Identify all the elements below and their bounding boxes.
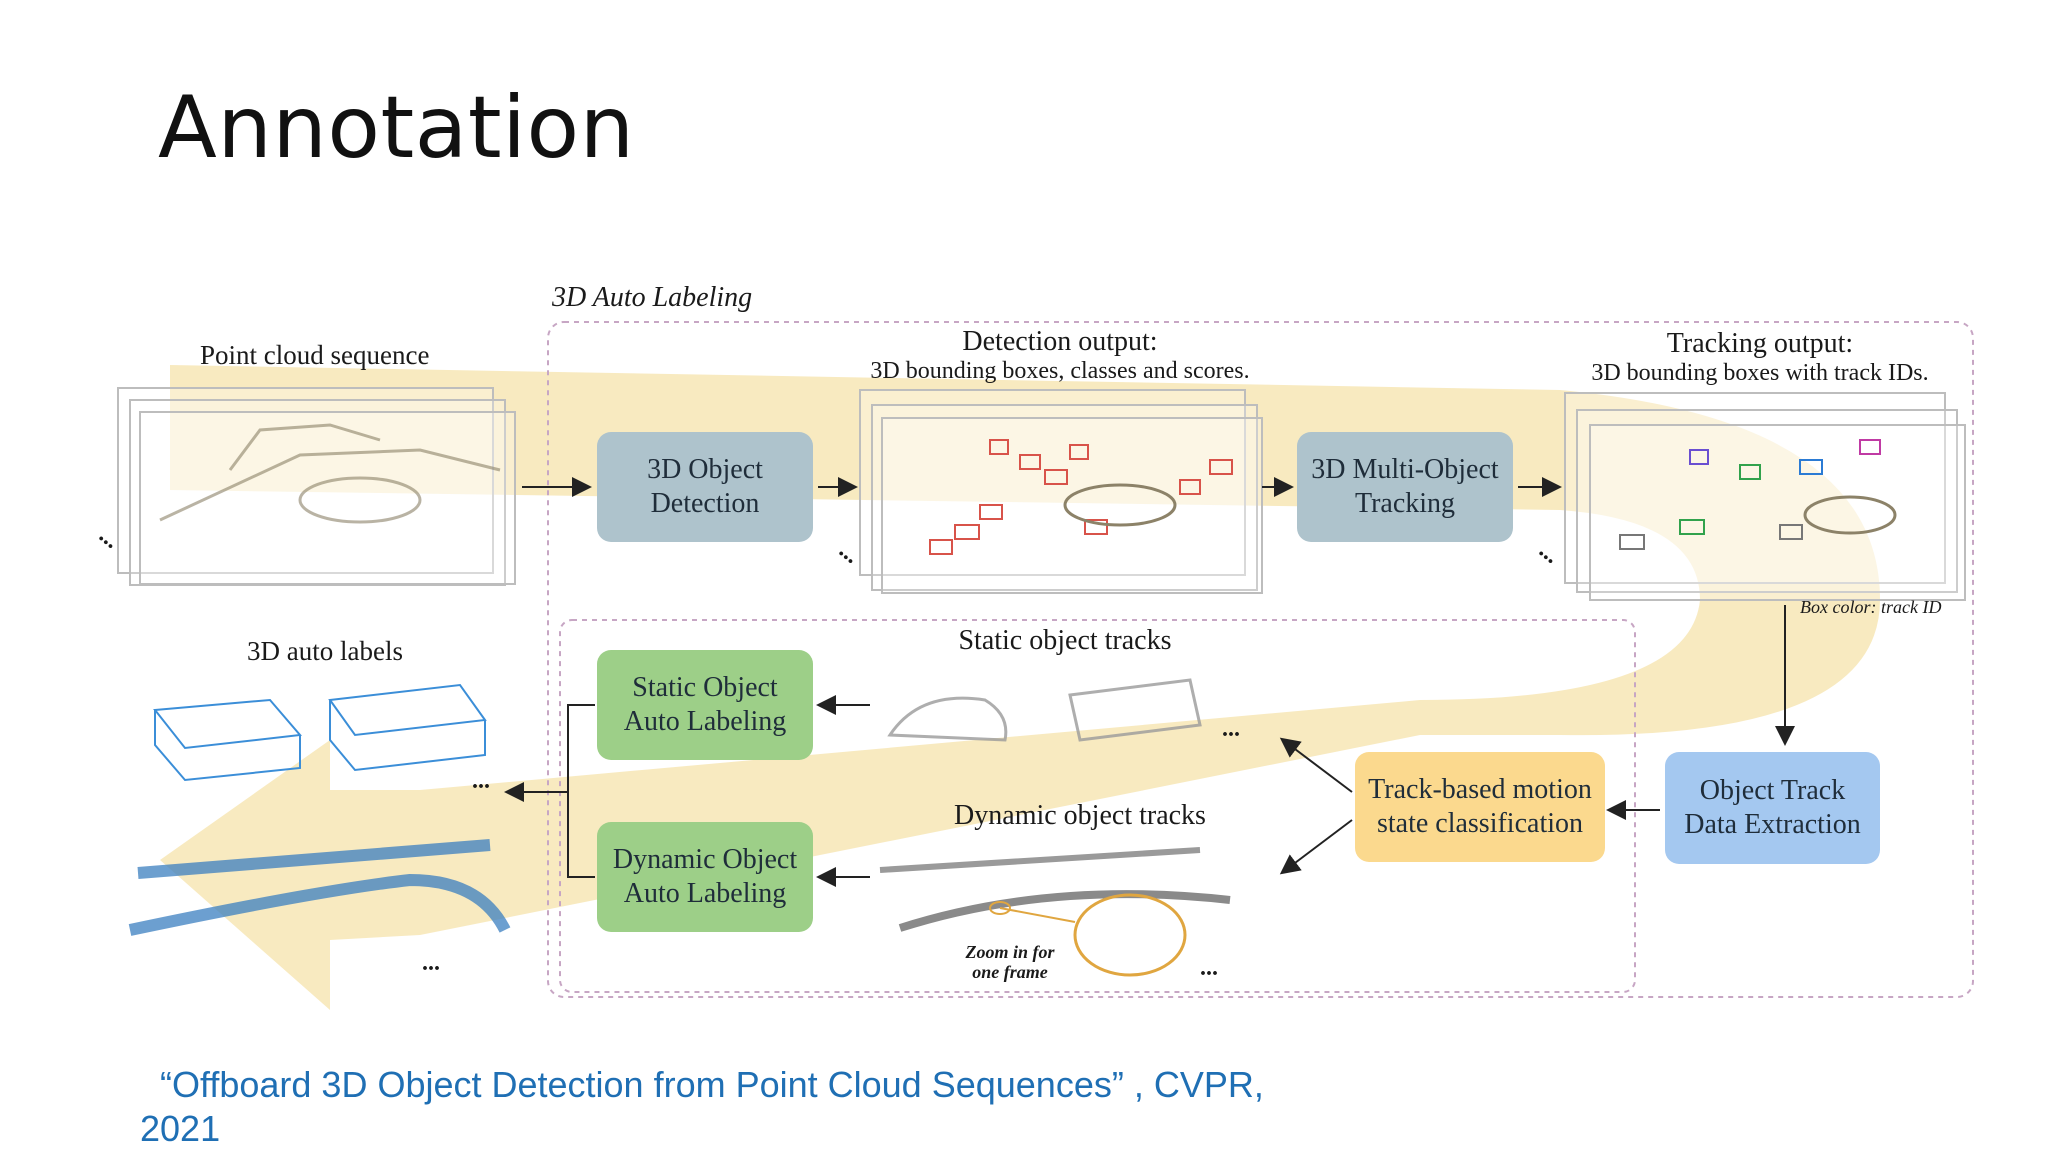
static-labeling-box: Static Object Auto Labeling — [597, 650, 813, 760]
tracking-boxes — [1619, 439, 1897, 550]
dynamic-box-line2: Auto Labeling — [623, 878, 787, 909]
tracking-box: 3D Multi-Object Tracking — [1297, 432, 1513, 542]
tracking-output-subtitle: 3D bounding boxes with track IDs. — [1591, 360, 1929, 386]
extraction-box: Object Track Data Extraction — [1665, 752, 1880, 864]
motion-box-line1: Track-based motion — [1368, 774, 1592, 805]
auto-labels-label: 3D auto labels — [247, 636, 403, 666]
detection-frames — [859, 389, 1263, 594]
detection-box-line1: 3D Object — [647, 454, 763, 485]
auto-labeling-group — [547, 321, 1974, 998]
box-color-note: Box color: track ID — [1800, 597, 1942, 617]
auto-labels-tracks — [128, 839, 511, 936]
dynamic-labeling-box: Dynamic Object Auto Labeling — [597, 822, 813, 932]
detection-output-title: Detection output: — [962, 326, 1158, 357]
point-cloud-label: Point cloud sequence — [200, 340, 430, 370]
extraction-box-line1: Object Track — [1699, 775, 1846, 806]
detection-output-subtitle: 3D bounding boxes, classes and scores. — [870, 358, 1250, 384]
motion-box-line2: state classification — [1376, 808, 1584, 839]
group-label: 3D Auto Labeling — [552, 282, 753, 313]
citation-line2: 2021 — [140, 1108, 221, 1149]
static-box-line1: Static Object — [632, 672, 778, 703]
detection-box-line2: Detection — [650, 488, 760, 519]
zoom-note: Zoom in for one frame — [945, 942, 1075, 982]
auto-labels-sketch — [153, 683, 487, 782]
ellipsis-labels-top: ... — [472, 768, 490, 794]
detection-boxes — [929, 439, 1233, 555]
slide-title: Annotation — [158, 78, 635, 178]
connector-arrows — [504, 477, 1795, 887]
dynamic-tracks-label: Dynamic object tracks — [954, 800, 1206, 831]
static-tracks-sketch — [887, 678, 1202, 742]
tracking-box-line2: Tracking — [1354, 488, 1456, 519]
point-cloud-texture — [159, 423, 501, 524]
tracking-box-line1: 3D Multi-Object — [1311, 454, 1499, 485]
static-box-line2: Auto Labeling — [623, 706, 787, 737]
flow-arrow — [160, 365, 1880, 1010]
tracking-output-title: Tracking output: — [1666, 328, 1854, 359]
detection-box: 3D Object Detection — [597, 432, 813, 542]
citation-line1: “Offboard 3D Object Detection from Point… — [160, 1064, 1264, 1105]
static-tracks-label: Static object tracks — [958, 625, 1172, 656]
tracking-frames — [1564, 392, 1966, 601]
point-cloud-frames — [117, 387, 516, 586]
zoom-note-line2: one frame — [972, 962, 1048, 982]
ellipsis-dynamic: ... — [1200, 955, 1218, 981]
extraction-box-line2: Data Extraction — [1684, 809, 1861, 840]
ellipsis-labels-bottom: ... — [422, 950, 440, 976]
auto-labeling-subgroup — [559, 619, 1636, 993]
zoom-note-line1: Zoom in for — [965, 942, 1055, 962]
motion-classification-box: Track-based motion state classification — [1355, 752, 1605, 862]
dynamic-tracks-sketch — [879, 847, 1231, 977]
ellipsis-static: ... — [1222, 716, 1240, 742]
dynamic-box-line1: Dynamic Object — [612, 844, 798, 875]
